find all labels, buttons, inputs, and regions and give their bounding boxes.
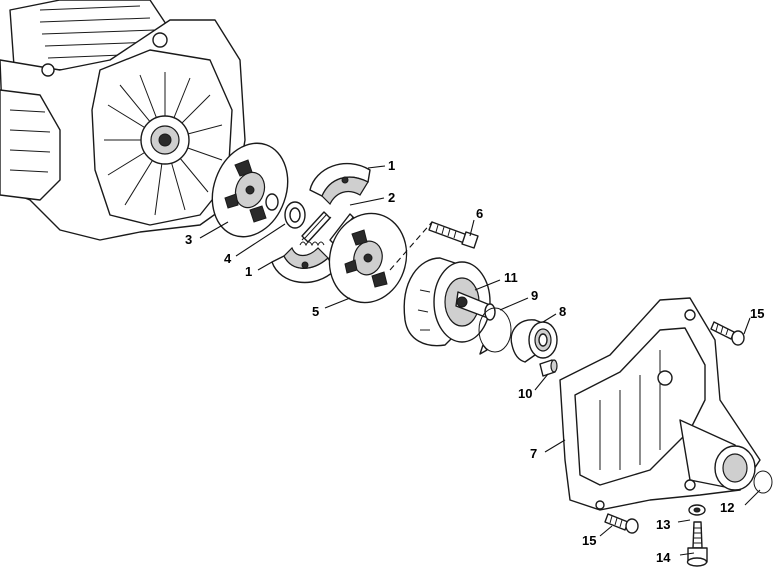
- engine-crankcase: [0, 0, 246, 241]
- screw-15-lower: [604, 513, 639, 534]
- retaining-ring: [753, 470, 773, 494]
- callout-5: 5: [312, 304, 319, 319]
- bushing: [539, 359, 558, 377]
- callout-15-lower: 15: [582, 533, 596, 548]
- screw-15-upper: [710, 321, 745, 346]
- callout-14: 14: [656, 550, 671, 565]
- callout-10: 10: [518, 386, 532, 401]
- callout-2: 2: [388, 190, 395, 205]
- clutch-front-plate: [328, 212, 408, 304]
- callout-11: 11: [504, 270, 518, 285]
- callout-1-upper: 1: [388, 158, 395, 173]
- callout-13: 13: [656, 517, 670, 532]
- callout-8: 8: [559, 304, 566, 319]
- clutch-shoe-upper: [309, 162, 371, 206]
- screw-6: [428, 221, 479, 249]
- callout-15-upper: 15: [750, 306, 764, 321]
- circlip: [478, 307, 512, 355]
- callout-7: 7: [530, 446, 537, 461]
- clutch-carrier-plate: [211, 142, 289, 238]
- clutch-shoe-lower: [271, 246, 336, 284]
- callout-6: 6: [476, 206, 483, 221]
- callout-9: 9: [531, 288, 538, 303]
- ball-bearing: [510, 319, 558, 363]
- callout-labels: 1 2 3 4 1 5 6 11 9 8 10 7 15 12 13 15 14: [185, 158, 764, 565]
- clutch-cover-housing: [559, 297, 761, 511]
- leader-lines: [199, 165, 761, 556]
- callout-3: 3: [185, 232, 192, 247]
- callout-4: 4: [224, 251, 232, 266]
- clutch-drum: [403, 257, 496, 347]
- washer-13: [688, 504, 706, 516]
- washer: [265, 193, 306, 229]
- callout-1-lower: 1: [245, 264, 252, 279]
- callout-12: 12: [720, 500, 734, 515]
- bolt-14: [686, 521, 708, 567]
